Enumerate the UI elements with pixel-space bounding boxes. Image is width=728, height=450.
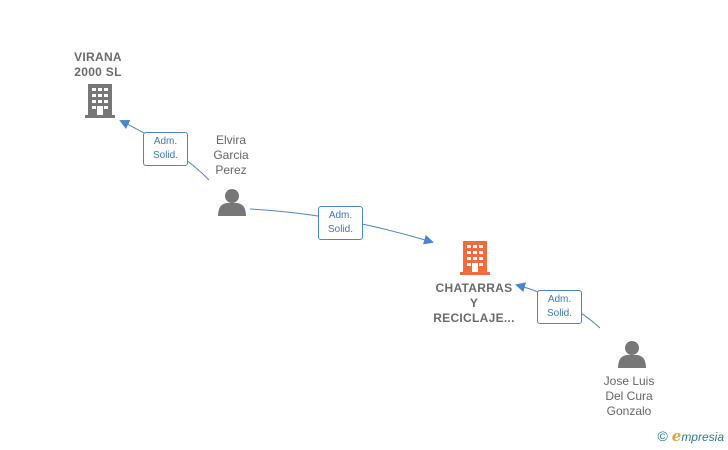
badge-line: Solid. — [327, 224, 353, 235]
badge-line: Adm. — [153, 136, 178, 147]
copyright-icon: © — [657, 428, 668, 444]
building-icon[interactable] — [85, 84, 115, 118]
building-icon[interactable] — [460, 241, 490, 275]
label-line: Y — [469, 296, 479, 310]
label-line: Elvira — [215, 133, 246, 147]
badge-line: Adm. — [328, 210, 353, 221]
edge-badge-elvira-virana[interactable]: Adm. Solid. — [143, 132, 188, 166]
empresia-watermark: © empresia — [657, 427, 724, 445]
label-line: Perez — [215, 163, 247, 177]
person-label-jose[interactable]: Jose Luis Del Cura Gonzalo — [589, 374, 669, 419]
brand-logo: empresia — [672, 427, 724, 445]
badge-line: Solid. — [546, 308, 572, 319]
edge-badge-elvira-chatarras[interactable]: Adm. Solid. — [318, 206, 363, 240]
label-line: CHATARRAS — [435, 281, 513, 295]
company-label-virana[interactable]: VIRANA 2000 SL — [58, 50, 138, 80]
label-line: Garcia — [213, 148, 249, 162]
label-line: 2000 SL — [74, 65, 122, 79]
edge-badge-jose-chatarras[interactable]: Adm. Solid. — [537, 290, 582, 324]
brand-initial: e — [671, 427, 682, 445]
person-icon[interactable] — [218, 189, 246, 216]
badge-line: Solid. — [152, 150, 178, 161]
badge-line: Adm. — [547, 294, 572, 305]
label-line: Jose Luis — [603, 374, 655, 388]
label-line: VIRANA — [74, 50, 122, 64]
label-line: Gonzalo — [606, 404, 652, 418]
person-label-elvira[interactable]: Elvira Garcia Perez — [196, 133, 266, 178]
label-line: Del Cura — [605, 389, 653, 403]
label-line: RECICLAJE... — [433, 311, 515, 325]
company-label-chatarras[interactable]: CHATARRAS Y RECICLAJE... — [424, 281, 524, 326]
person-icon[interactable] — [618, 341, 646, 368]
brand-name: mpresia — [681, 430, 724, 444]
